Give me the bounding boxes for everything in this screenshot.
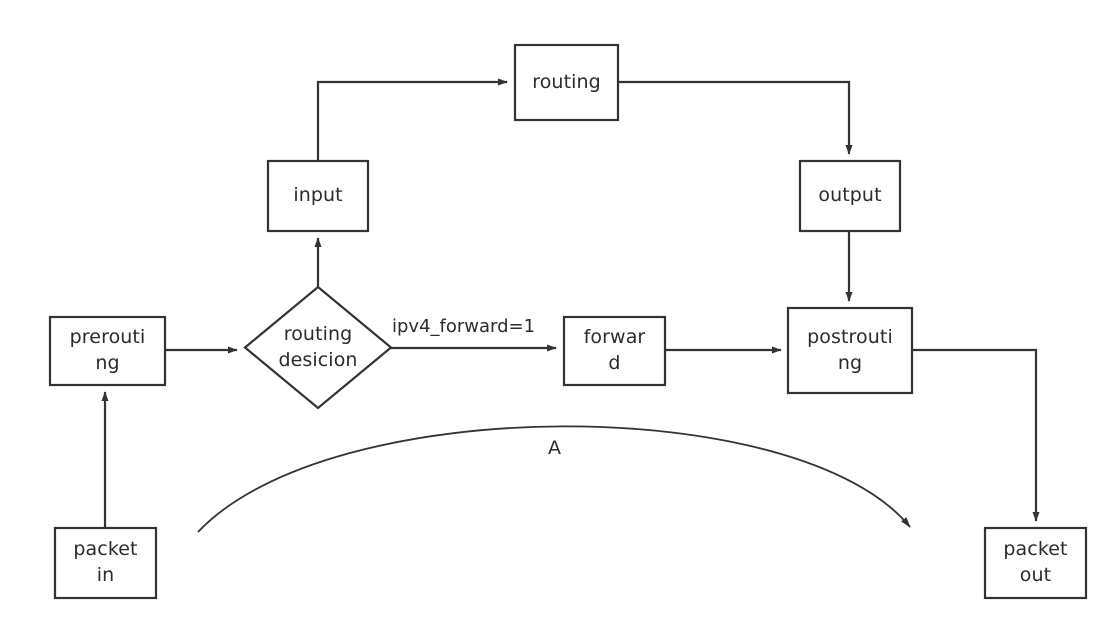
node-output [798, 159, 902, 233]
arc-label-a: A [548, 437, 561, 459]
node-routing-decision [243, 285, 393, 410]
edge-arc-a [197, 425, 911, 533]
node-forward [562, 315, 667, 387]
edge-routing-to-output [618, 80, 853, 155]
node-packet-out [983, 526, 1088, 600]
node-input [266, 159, 370, 233]
edge-postrouting-to-packetout [912, 348, 1040, 522]
node-routing [513, 43, 620, 122]
node-prerouting [48, 315, 167, 387]
edge-input-to-routing [316, 78, 508, 161]
edge-label-ipv4-forward: ipv4_forward=1 [392, 316, 536, 337]
node-packet-in [53, 526, 158, 600]
node-postrouting [786, 306, 914, 395]
